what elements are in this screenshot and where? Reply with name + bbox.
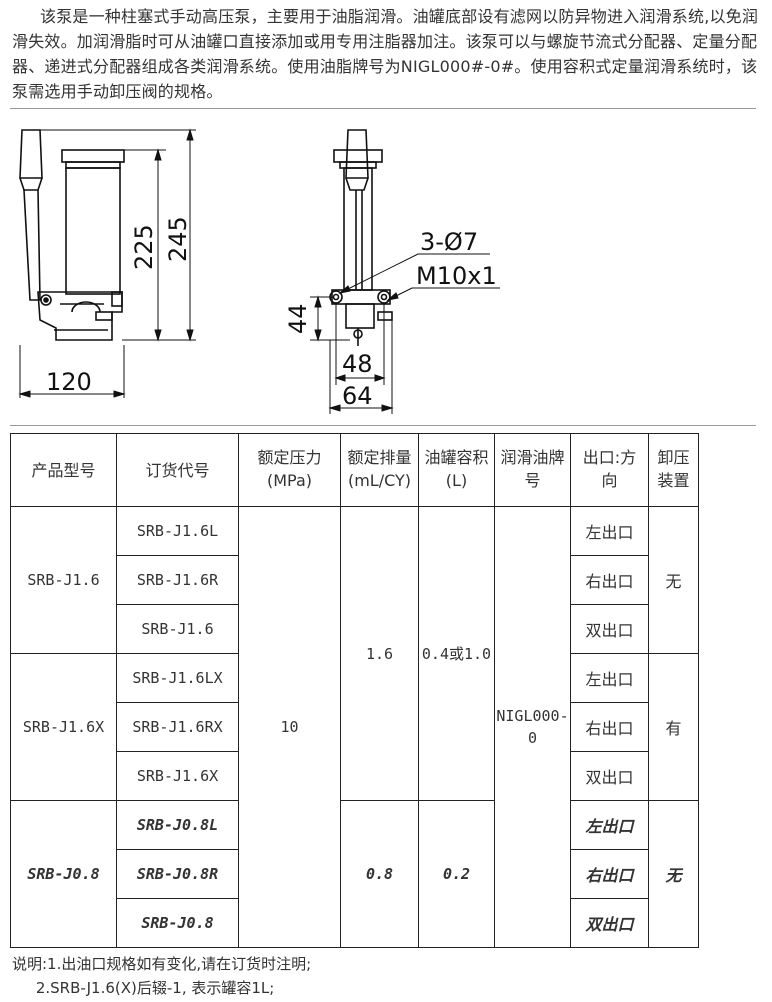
header-relief: 卸压 装置 — [648, 433, 699, 507]
order-code-cell: SRB-J0.8L — [116, 800, 239, 850]
header-model: 产品型号 — [10, 433, 117, 507]
dim-245: 245 — [164, 216, 192, 262]
reservoir — [65, 167, 121, 295]
table-row: SRB-J1.6X 双出口 — [11, 751, 699, 801]
outlet-cell: 右出口 — [570, 555, 649, 605]
outlet-cell: 双出口 — [570, 751, 649, 801]
table-row: SRB-J1.6 SRB-J1.6L 10 1.6 0.4或1.0 NIGL00… — [10, 506, 699, 948]
dim-120: 120 — [46, 368, 92, 396]
header-pressure: 额定压力 (MPa) — [238, 433, 341, 507]
outlet-cell: 双出口 — [570, 604, 649, 654]
header-oil-grade: 润滑油牌 号 — [494, 433, 571, 507]
order-code-cell: SRB-J1.6LX — [116, 653, 239, 703]
order-code-cell: SRB-J0.8R — [116, 849, 239, 899]
table-row: SRB-J1.6 双出口 — [11, 604, 699, 654]
header-order-code: 订货代号 — [116, 433, 239, 507]
table-header-row: 产品型号 订货代号 额定压力 (MPa) 额定排量 (mL/CY) 油罐容积 (… — [10, 433, 699, 507]
relief-cell: 无 — [648, 506, 699, 654]
volume-cell: 0.4或1.0 — [418, 506, 495, 801]
order-code-cell: SRB-J1.6X — [116, 751, 239, 801]
note-line: 2.SRB-J1.6(X)后辍-1, 表示罐容1L; — [12, 979, 275, 997]
outlet-cell: 右出口 — [570, 849, 649, 899]
outlet-cell: 右出口 — [570, 702, 649, 752]
order-code-cell: SRB-J1.6L — [116, 506, 239, 556]
divider-middle — [10, 425, 756, 426]
outlet-cell: 左出口 — [570, 506, 649, 556]
outlet-cell: 左出口 — [570, 800, 649, 850]
displacement-cell: 0.8 — [340, 800, 419, 948]
oil-grade-cell: NIGL000- 0 — [494, 506, 571, 948]
pump-drawing: 225 245 120 44 48 64 3-Ø7 M10x1 — [18, 128, 500, 414]
order-code-cell: SRB-J1.6 — [116, 604, 239, 654]
table-row: SRB-J1.6X SRB-J1.6LX 左出口 有 — [10, 653, 699, 801]
table-row: SRB-J0.8 双出口 — [11, 898, 699, 948]
order-code-cell: SRB-J1.6RX — [116, 702, 239, 752]
volume-cell: 0.2 — [418, 800, 495, 948]
dim-holes: 3-Ø7 — [420, 228, 478, 256]
dim-225: 225 — [130, 224, 158, 270]
model-cell: SRB-J0.8 — [10, 800, 117, 948]
spec-table: 产品型号 订货代号 额定压力 (MPa) 额定排量 (mL/CY) 油罐容积 (… — [10, 433, 699, 948]
model-cell: SRB-J1.6 — [10, 506, 117, 654]
relief-cell: 有 — [648, 653, 699, 801]
note-line: 说明:1.出油口规格如有变化,请在订货时注明; — [12, 955, 312, 973]
relief-cell: 无 — [648, 800, 699, 948]
outlet-cell: 左出口 — [570, 653, 649, 703]
displacement-cell: 1.6 — [340, 506, 419, 801]
dim-thread: M10x1 — [416, 262, 497, 290]
table-row: SRB-J0.8R 右出口 — [11, 849, 699, 899]
header-outlet: 出口:方 向 — [570, 433, 649, 507]
table-row: SRB-J0.8 SRB-J0.8L 0.8 0.2 左出口 无 — [10, 800, 699, 948]
order-code-cell: SRB-J1.6R — [116, 555, 239, 605]
header-volume: 油罐容积 (L) — [418, 433, 495, 507]
model-cell: SRB-J1.6X — [10, 653, 117, 801]
divider-top — [10, 108, 756, 109]
notes: 说明:1.出油口规格如有变化,请在订货时注明; 2.SRB-J1.6(X)后辍-… — [12, 952, 311, 1000]
order-code-cell: SRB-J0.8 — [116, 898, 239, 948]
intro-paragraph: 该泵是一种柱塞式手动高压泵，主要用于油脂润滑。油罐底部设有滤网以防异物进入润滑系… — [12, 7, 759, 101]
dim-64: 64 — [342, 382, 373, 410]
header-displacement: 额定排量 (mL/CY) — [340, 433, 419, 507]
pressure-cell: 10 — [238, 506, 341, 948]
dim-44: 44 — [284, 303, 312, 334]
dim-48: 48 — [342, 350, 373, 378]
table-row: SRB-J1.6R 右出口 — [11, 555, 699, 605]
handle-grip — [19, 129, 43, 179]
outlet-cell: 双出口 — [570, 898, 649, 948]
